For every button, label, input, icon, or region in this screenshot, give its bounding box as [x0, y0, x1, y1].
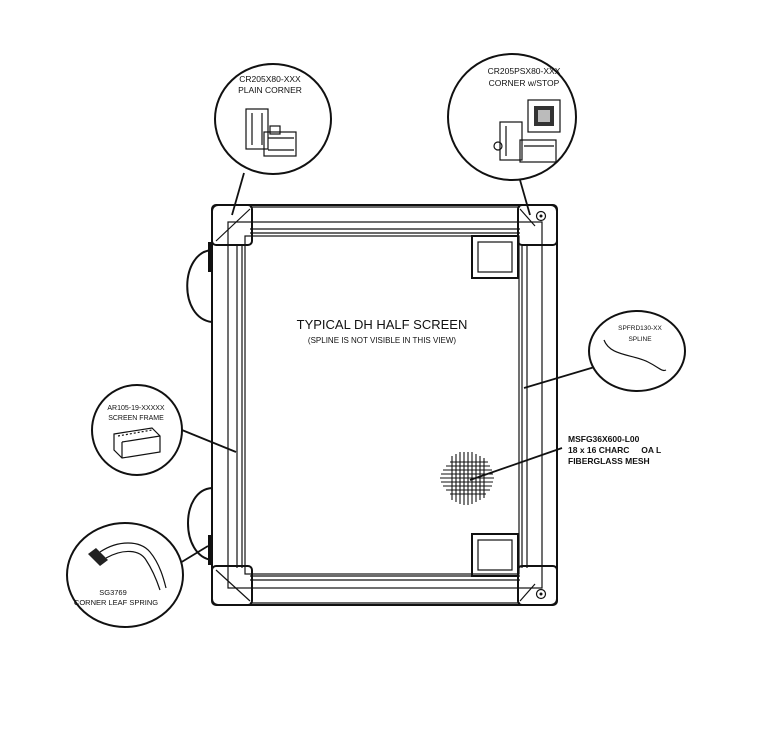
corner-top-right: [517, 204, 558, 246]
corner-bottom-right: [517, 565, 558, 606]
corner-stop-icon: [493, 99, 561, 163]
leader-plain-corner: [231, 172, 245, 216]
corner-top-left: [211, 204, 253, 246]
mesh-spec: 18 x 16 CHARC OA L: [568, 445, 661, 455]
spline-cord-icon: [603, 339, 667, 372]
corner-stop-part-number: CR205PSX80-XXX: [488, 66, 561, 76]
callout-spline: SPFRD130-XX SPLINE: [588, 310, 686, 392]
leader-screen-frame: [176, 427, 237, 453]
screen-frame-outline: [211, 204, 558, 606]
leaf-spring-label: CORNER LEAF SPRING: [74, 598, 158, 607]
plain-corner-icon: [245, 108, 297, 157]
leader-spline: [523, 365, 599, 389]
mesh-part-number: MSFG36X600-L00: [568, 434, 640, 444]
callout-corner-stop: CR205PSX80-XXX CORNER w/STOP: [447, 53, 577, 181]
fiberglass-mesh-swatch: [440, 452, 494, 505]
screen-panel: [244, 235, 520, 575]
leader-corner-stop: [519, 179, 531, 216]
corner-stop-label: CORNER w/STOP: [489, 78, 560, 88]
callout-screen-frame: AR105-19-XXXXX SCREEN FRAME: [91, 384, 183, 476]
screen-frame-part-number: AR105-19-XXXXX: [107, 405, 165, 412]
plain-corner-label: PLAIN CORNER: [238, 85, 302, 95]
callout-plain-corner: CR205X80-XXX PLAIN CORNER: [214, 63, 332, 175]
callout-leaf-spring: SG3769 CORNER LEAF SPRING: [66, 522, 184, 628]
leaf-spring-bottom: [187, 487, 213, 565]
spline-part-number: SPFRD130-XX: [618, 325, 662, 332]
leaf-spring-part-number: SG3769: [99, 588, 127, 597]
screen-frame-label: SCREEN FRAME: [108, 415, 164, 422]
screen-frame-profile-icon: [113, 427, 161, 459]
leader-leaf-spring: [179, 545, 209, 564]
plain-corner-part-number: CR205X80-XXX: [239, 74, 301, 84]
mesh-label-block: MSFG36X600-L00 18 x 16 CHARC OA L FIBERG…: [568, 434, 661, 466]
corner-bottom-left: [211, 565, 253, 606]
stop-block-top: [471, 235, 519, 279]
mesh-label: FIBERGLASS MESH: [568, 456, 650, 466]
leaf-spring-top: [186, 242, 213, 323]
main-title: TYPICAL DH HALF SCREEN: [297, 317, 468, 332]
leaf-spring-strip-icon: [88, 542, 167, 591]
leader-mesh: [469, 447, 563, 481]
stop-block-bottom: [471, 533, 519, 577]
spline-label: SPLINE: [628, 336, 652, 343]
main-subtitle: (SPLINE IS NOT VISIBLE IN THIS VIEW): [308, 336, 457, 345]
